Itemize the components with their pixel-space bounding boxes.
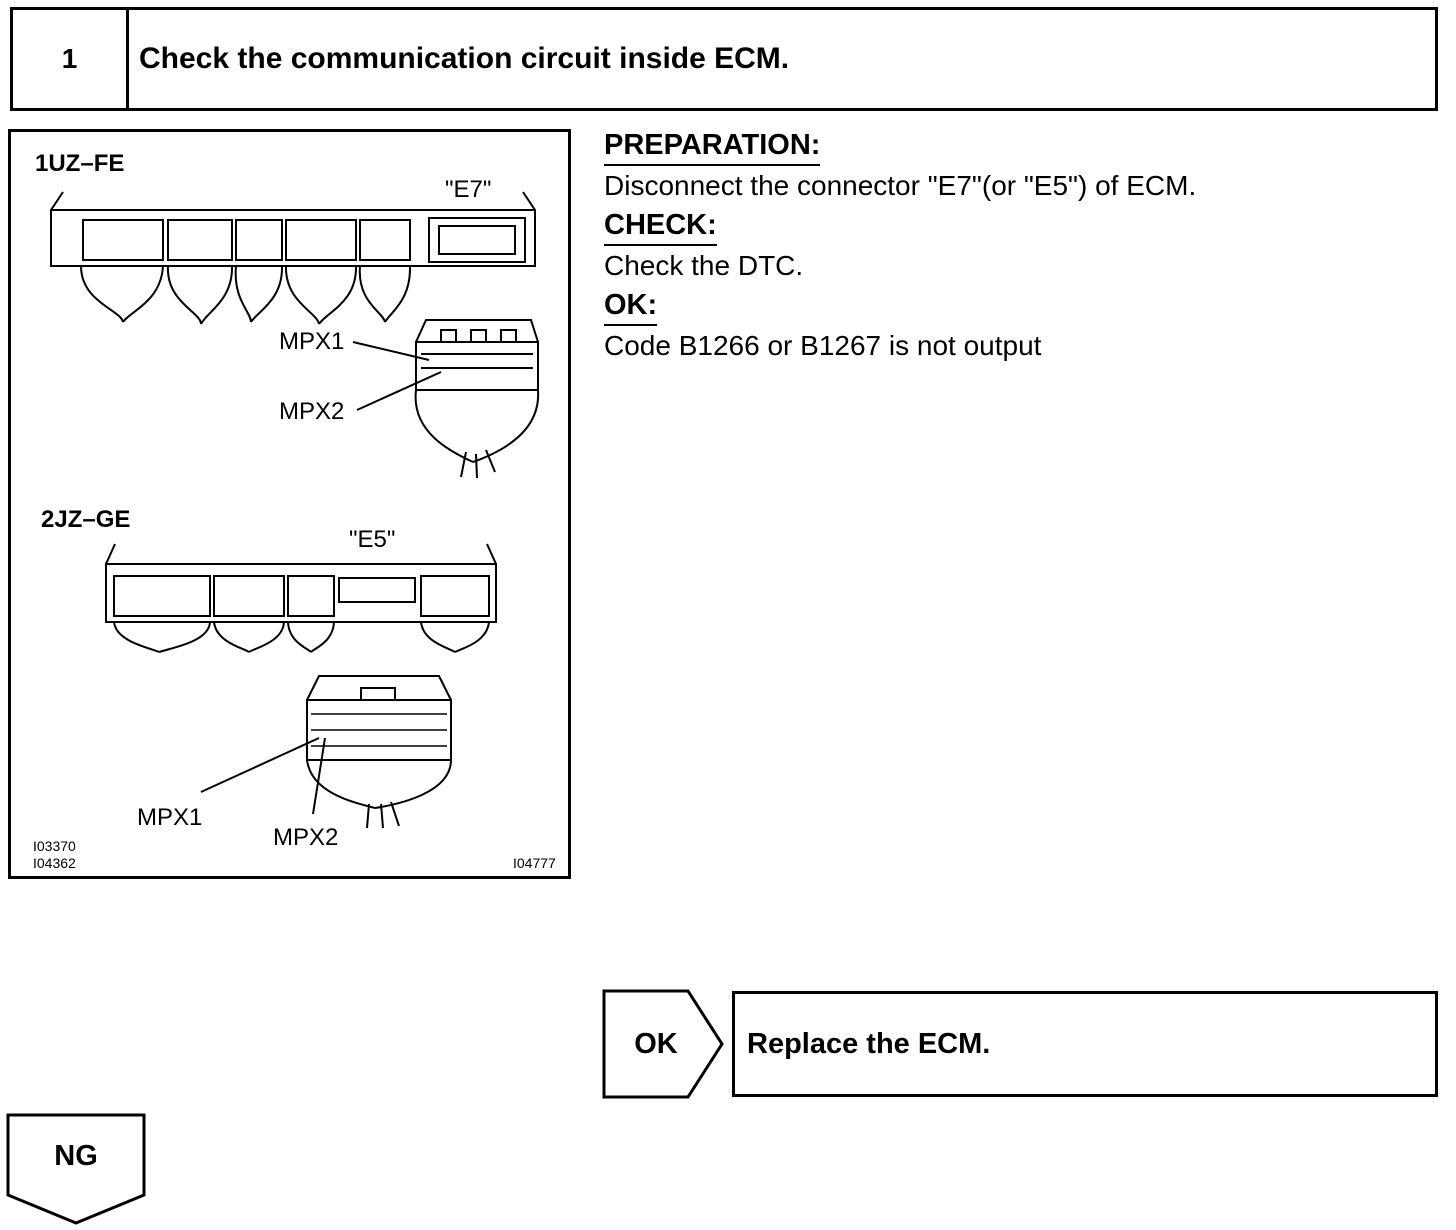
figure-code-2: I04362 (33, 855, 76, 871)
step-title: Check the communication circuit inside E… (139, 42, 790, 75)
engine1-pin1-label: MPX1 (279, 328, 345, 355)
engine2-pin2-label: MPX2 (273, 824, 339, 851)
ng-label: NG (54, 1139, 98, 1172)
figure-code-left: I03370 I04362 (33, 838, 76, 872)
e5-connector-closeup (306, 699, 452, 761)
connector-figure: 1UZ–FE "E7" MPX1 MPX2 2JZ–GE "E5" MPX1 M… (8, 129, 571, 879)
connector-blocks-1uz (82, 219, 411, 261)
ng-arrow-shape (6, 1113, 146, 1225)
figure-code-1: I03370 (33, 838, 76, 854)
ok-label: OK (634, 1027, 678, 1060)
ecm-body-1uz (50, 209, 536, 267)
e5-slot (338, 577, 416, 603)
engine2-label: 2JZ–GE (41, 506, 131, 533)
preparation-text: Disconnect the connector "E7"(or "E5") o… (604, 170, 1197, 201)
figure-code-right: I04777 (513, 855, 556, 871)
engine1-connector-label: "E7" (445, 176, 492, 203)
step-number: 1 (13, 10, 129, 108)
e7-connector-closeup (415, 341, 539, 391)
ok-arrow-shape (602, 989, 724, 1099)
ecm-body-2jz (105, 563, 497, 623)
ok-heading: OK: (604, 286, 658, 326)
procedure: PREPARATION: Disconnect the connector "E… (604, 126, 1424, 366)
connector-blocks-2jz (113, 575, 490, 617)
e7-slot (428, 217, 526, 263)
connector-illustration (50, 191, 540, 829)
preparation-heading: PREPARATION: (604, 126, 821, 166)
ok-result-box: Replace the ECM. (732, 991, 1438, 1097)
ok-action: Replace the ECM. (747, 1027, 991, 1060)
ok-text: Code B1266 or B1267 is not output (604, 330, 1042, 361)
engine2-connector-label: "E5" (349, 526, 396, 553)
step-header: 1 Check the communication circuit inside… (10, 7, 1438, 111)
engine2-pin1-label: MPX1 (137, 804, 203, 831)
check-text: Check the DTC. (604, 250, 804, 281)
engine1-pin2-label: MPX2 (279, 398, 345, 425)
check-heading: CHECK: (604, 206, 717, 246)
engine1-label: 1UZ–FE (35, 150, 125, 177)
